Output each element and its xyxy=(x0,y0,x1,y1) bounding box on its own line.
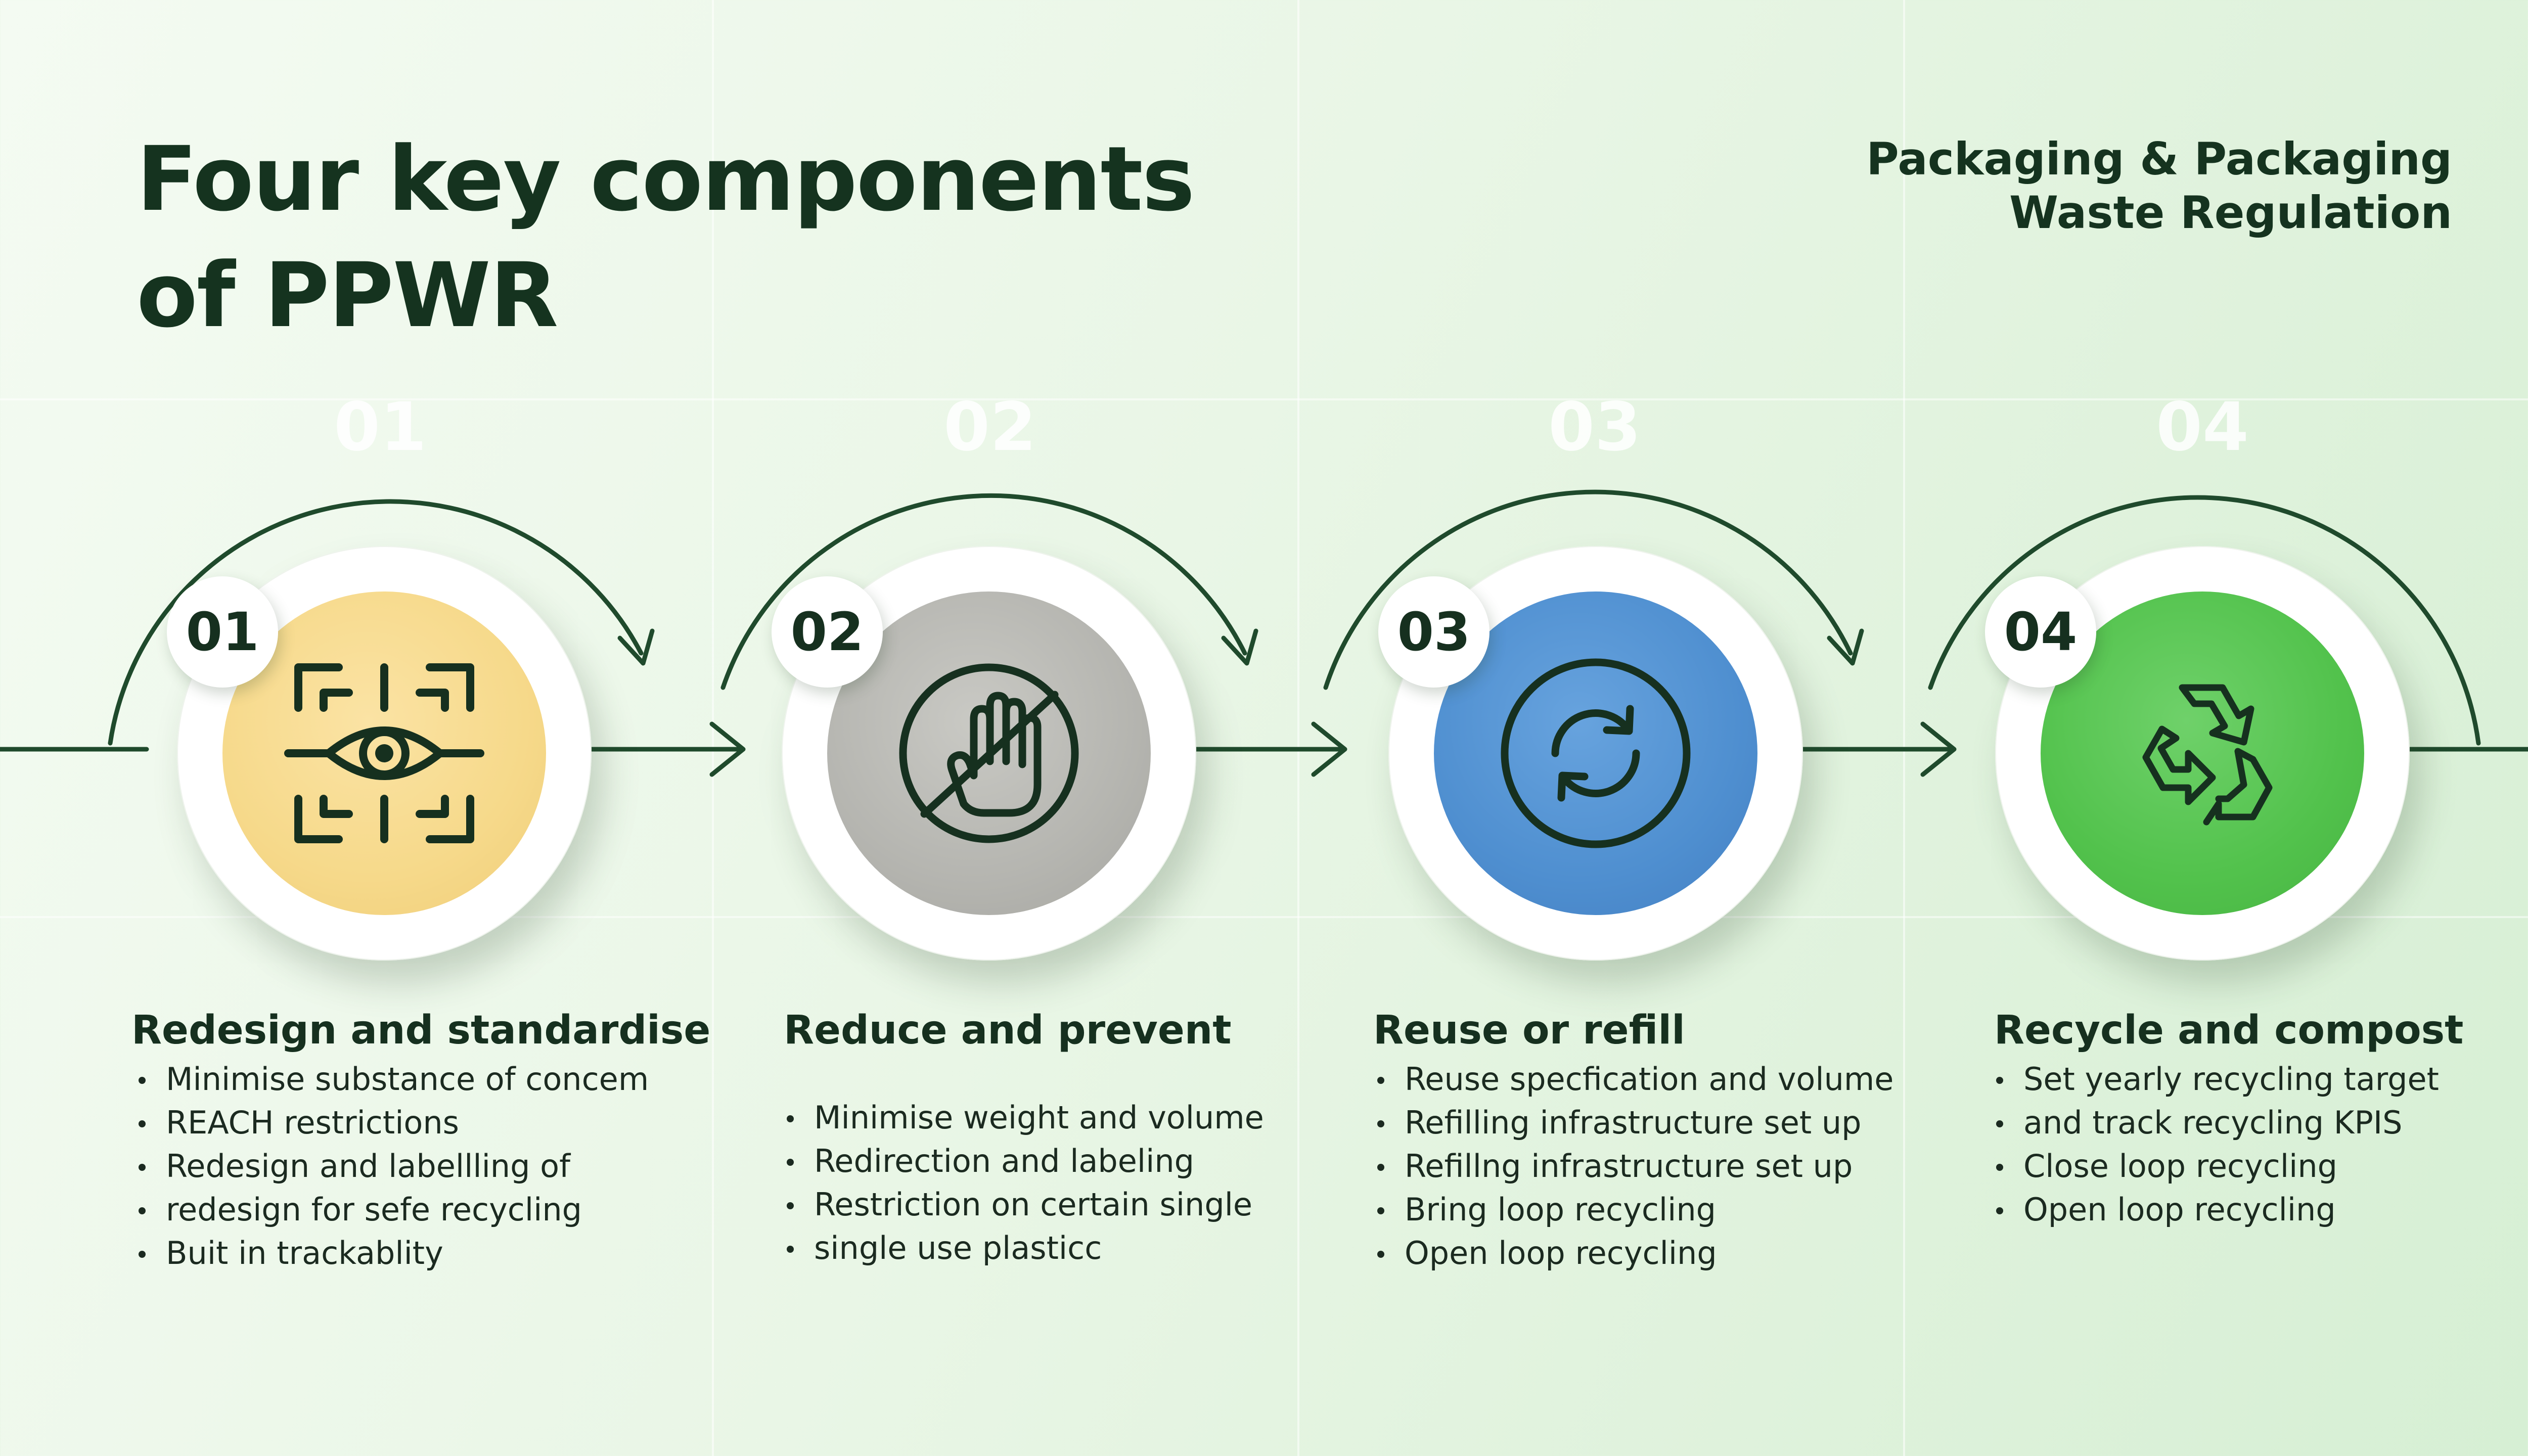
flow-arc xyxy=(108,499,644,746)
step-badge: 03 xyxy=(1378,576,1489,688)
flow-arrowhead xyxy=(1920,721,1957,777)
regulation-name-line-2: Waste Regulation xyxy=(2009,187,2452,239)
list-item: Redesign and labellling of xyxy=(132,1145,790,1188)
stage-card-1: 01 xyxy=(167,546,592,961)
flow-arrowhead xyxy=(709,721,746,777)
flow-arc xyxy=(720,493,1247,690)
step-badge: 04 xyxy=(1985,576,2096,688)
stage-title-2: Reduce and prevent xyxy=(784,1008,1232,1053)
stage-title-3: Reuse or refill xyxy=(1373,1008,1685,1053)
list-item: Bring loop recycling xyxy=(1371,1188,2028,1232)
list-item: Refillng infrastructure set up xyxy=(1371,1145,2028,1188)
list-item: Open loop recycling xyxy=(1371,1232,2028,1275)
list-item: single use plasticc xyxy=(781,1226,1438,1270)
stage-card-4: 04 xyxy=(1985,546,2410,961)
panel-divider xyxy=(1903,0,1905,1456)
page-title: Four key components of PPWR xyxy=(137,127,1195,347)
stage-bullet-list-1: Minimise substance of concem REACH restr… xyxy=(132,1058,790,1275)
flow-arrowhead xyxy=(617,628,655,666)
flow-arc xyxy=(1928,495,2481,746)
panel-band xyxy=(0,398,2528,400)
stage-bullet-list-3: Reuse specfication and volume Refilling … xyxy=(1371,1058,2028,1275)
regulation-name: Packaging & Packaging Waste Regulation xyxy=(1744,132,2452,240)
panel-divider xyxy=(712,0,714,1456)
list-item: Buit in trackablity xyxy=(132,1232,790,1275)
step-number-watermark: 03 xyxy=(1548,388,1641,466)
list-item: REACH restrictions xyxy=(132,1101,790,1145)
list-item: Open loop recycling xyxy=(1990,1188,2528,1232)
stage-title-1: Redesign and standardise xyxy=(131,1008,711,1053)
regulation-name-line-1: Packaging & Packaging xyxy=(1866,133,2452,185)
stage-title-4: Recycle and compost xyxy=(1994,1008,2464,1053)
stage-bullet-list-4: Set yearly recycling target and track re… xyxy=(1990,1058,2528,1232)
flow-arrowhead xyxy=(1221,628,1258,666)
list-item: and track recycling KPIS xyxy=(1990,1101,2528,1145)
stage-card-2: 02 xyxy=(772,546,1196,961)
list-item: Set yearly recycling target xyxy=(1990,1058,2528,1101)
recycle-icon xyxy=(2142,684,2273,826)
flow-arc xyxy=(1323,489,1853,690)
no-hand-icon xyxy=(899,663,1079,843)
list-item: Redirection and labeling xyxy=(781,1140,1438,1183)
step-badge: 02 xyxy=(772,576,883,688)
list-item: Minimise substance of concem xyxy=(132,1058,790,1101)
panel-divider xyxy=(1297,0,1299,1456)
flow-arrowhead xyxy=(1827,628,1864,666)
list-item: Refilling infrastructure set up xyxy=(1371,1101,2028,1145)
list-item: Close loop recycling xyxy=(1990,1145,2528,1188)
stage-bullet-list-2: Minimise weight and volume Redirection a… xyxy=(781,1096,1438,1270)
list-item: redesign for sefe recycling xyxy=(132,1188,790,1232)
stage-card-3: 03 xyxy=(1378,546,1803,961)
step-number-watermark: 02 xyxy=(943,388,1036,466)
step-badge: 01 xyxy=(167,576,278,688)
step-number-watermark: 01 xyxy=(334,388,427,466)
eye-scan-icon xyxy=(284,663,484,843)
panel-band xyxy=(0,916,2528,918)
list-item: Reuse specfication and volume xyxy=(1371,1058,2028,1101)
step-number-watermark: 04 xyxy=(2156,388,2249,466)
refresh-cycle-icon xyxy=(1501,658,1691,848)
flow-arrowhead xyxy=(1311,721,1347,777)
list-item: Minimise weight and volume xyxy=(781,1096,1438,1140)
list-item: Restriction on certain single xyxy=(781,1183,1438,1226)
